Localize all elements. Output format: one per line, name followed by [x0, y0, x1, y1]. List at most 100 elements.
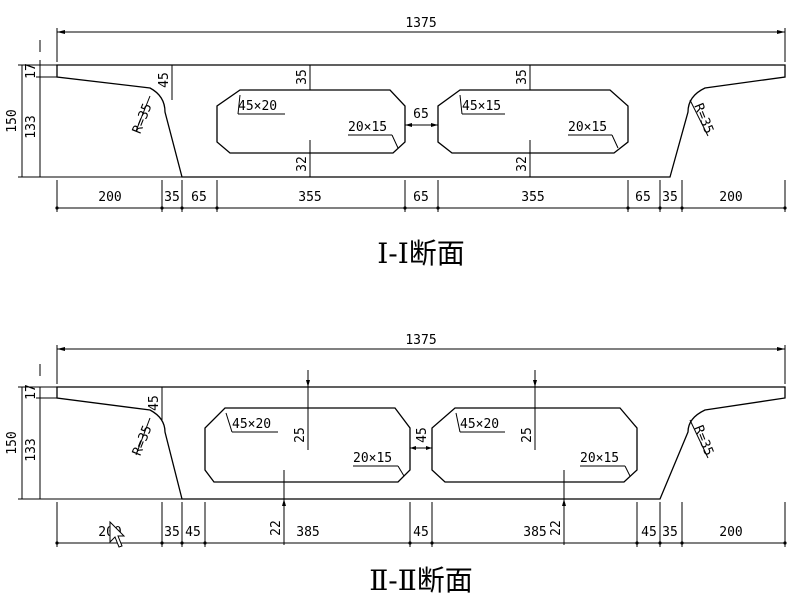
bottom-dim-ticks-1 [55, 180, 787, 212]
deck-label-2: 17 [24, 384, 39, 400]
bottom-dim-labels-2: 200 35 45 385 45 385 45 35 200 [98, 525, 742, 540]
arrow [57, 347, 65, 351]
chamfer-leader [455, 412, 461, 433]
bottom-dim-ticks-2 [55, 502, 787, 547]
dim-tick-mark [783, 541, 787, 545]
bottom-dim-label: 35 [164, 525, 180, 540]
chamfer-bot-label-1a: 20×15 [348, 120, 387, 135]
dim-tick-mark [658, 206, 662, 210]
top-width-label-2: 1375 [405, 333, 436, 348]
bottom-dim-label: 65 [635, 190, 651, 205]
arrow [282, 499, 286, 506]
chamfer-top-label-2a: 45×20 [232, 417, 271, 432]
dim-tick-mark [55, 206, 59, 210]
bottom-slab-label-2a: 22 [269, 520, 284, 536]
dim-tick-mark [160, 541, 164, 545]
bottom-dim-label: 35 [164, 190, 180, 205]
dim-tick-mark [783, 206, 787, 210]
dim-tick-mark [680, 541, 684, 545]
box-girder-outline-1 [56, 64, 786, 178]
radius-leader-right-1 [689, 99, 709, 137]
dim-tick-mark [55, 541, 59, 545]
chamfer-leader [611, 134, 619, 149]
arrow [405, 123, 412, 127]
chamfer-leader [225, 412, 233, 433]
arrow [777, 30, 785, 34]
top-slab-label-2b: 25 [520, 427, 535, 443]
height-lower-label-1: 133 [24, 115, 39, 138]
dim-tick-mark [215, 206, 219, 210]
dim-tick-mark [180, 206, 184, 210]
bottom-dim-label: 385 [296, 525, 319, 540]
web-mid-label-2: 45 [415, 427, 430, 443]
bottom-dim-label: 200 [719, 525, 742, 540]
section-1: 1375 150 133 17 45 R=35 R=35 35 35 32 3 [5, 16, 787, 270]
bottom-dim-label: 65 [191, 190, 207, 205]
arrow [431, 123, 438, 127]
bottom-slab-label-1a: 32 [295, 156, 310, 172]
radius-leader-left-2 [135, 417, 151, 456]
dim-tick-mark [160, 206, 164, 210]
chamfer-leader [624, 465, 631, 477]
radius-leader-left-1 [135, 95, 151, 132]
dim-tick-mark [658, 541, 662, 545]
dim-tick-mark [403, 206, 407, 210]
section-title-2: Ⅱ-Ⅱ断面 [369, 564, 473, 597]
bottom-dim-label: 45 [413, 525, 429, 540]
chamfer-top-label-1a: 45×20 [238, 99, 277, 114]
height-lower-label-2: 133 [24, 438, 39, 461]
radius-label-left-1: R=35 [130, 101, 156, 136]
cell-left-2 [204, 407, 411, 483]
bottom-dim-label: 65 [413, 190, 429, 205]
bottom-dim-label: 35 [662, 525, 678, 540]
section-2: 1375 150 133 17 45 R=35 R=35 25 25 22 22… [5, 333, 787, 597]
dim-tick-mark [635, 541, 639, 545]
chamfer-leader [459, 94, 463, 115]
arrow [306, 380, 310, 387]
deck-label-1: 17 [24, 63, 39, 79]
top-slab-label-1a: 35 [295, 69, 310, 85]
bottom-slab-label-2b: 22 [549, 520, 564, 536]
bottom-slab-label-1b: 32 [515, 156, 530, 172]
dim-tick-mark [430, 541, 434, 545]
top-slab-label-1b: 35 [515, 69, 530, 85]
bottom-dim-label: 200 [98, 190, 121, 205]
box-girder-outline-2 [56, 386, 786, 500]
top-slab-label-2a: 25 [293, 427, 308, 443]
dim-tick-mark [680, 206, 684, 210]
wing-root-label-1: 45 [157, 72, 172, 88]
cell-left-1 [216, 89, 406, 154]
bottom-dim-label: 200 [719, 190, 742, 205]
dim-tick-mark [180, 541, 184, 545]
radius-label-left-2: R=35 [130, 423, 156, 458]
top-width-label-1: 1375 [405, 16, 436, 31]
bottom-dim-label: 45 [641, 525, 657, 540]
bottom-dim-labels-1: 200 35 65 355 65 355 65 35 200 [98, 190, 742, 205]
chamfer-top-label-1b: 45×15 [462, 99, 501, 114]
chamfer-bot-label-2b: 20×15 [580, 451, 619, 466]
web-mid-label-1: 65 [413, 107, 429, 122]
arrow [777, 347, 785, 351]
wing-root-label-2: 45 [147, 395, 162, 411]
chamfer-bot-label-2a: 20×15 [353, 451, 392, 466]
section-title-1: Ⅰ-Ⅰ断面 [377, 237, 465, 270]
bottom-dim-label: 355 [521, 190, 544, 205]
dim-tick-mark [436, 206, 440, 210]
bottom-dim-label: 385 [523, 525, 546, 540]
dim-tick-mark [626, 206, 630, 210]
chamfer-bot-label-1b: 20×15 [568, 120, 607, 135]
cell-right-2 [431, 407, 638, 483]
height-total-label-1: 150 [5, 109, 20, 132]
arrow [410, 446, 416, 450]
radius-leader-right-2 [689, 419, 709, 459]
arrow [562, 499, 566, 506]
dim-tick-mark [408, 541, 412, 545]
mouse-cursor-icon [109, 520, 126, 548]
cell-right-1 [437, 89, 629, 154]
arrow [57, 30, 65, 34]
radius-label-right-2: R=35 [690, 423, 716, 458]
height-total-label-2: 150 [5, 431, 20, 454]
arrow [426, 446, 432, 450]
arrow [533, 380, 537, 387]
